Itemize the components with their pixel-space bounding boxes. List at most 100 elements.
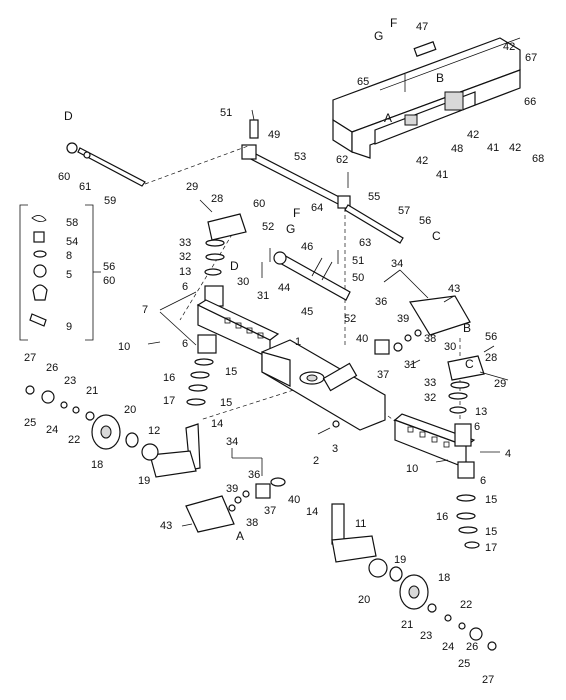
callout-28: 28 — [211, 193, 223, 205]
callout-41: 41 — [436, 169, 448, 181]
ref-letter-a: A — [384, 111, 392, 125]
callout-13: 13 — [475, 406, 487, 418]
callout-50: 50 — [352, 272, 364, 284]
ref-letter-b: B — [463, 321, 471, 335]
callout-20: 20 — [358, 594, 370, 606]
ref-letter-c: C — [465, 357, 474, 371]
callout-59: 59 — [104, 195, 116, 207]
callout-22: 22 — [68, 434, 80, 446]
callout-34: 34 — [226, 436, 238, 448]
callout-29: 29 — [186, 181, 198, 193]
callout-25: 25 — [24, 417, 36, 429]
callout-39: 39 — [226, 483, 238, 495]
ref-letter-f: F — [390, 16, 397, 30]
callout-30: 30 — [237, 276, 249, 288]
callout-18: 18 — [438, 572, 450, 584]
callout-39: 39 — [397, 313, 409, 325]
callout-17: 17 — [163, 395, 175, 407]
callout-12: 12 — [148, 425, 160, 437]
reference-lines — [144, 145, 461, 441]
callout-42: 42 — [416, 155, 428, 167]
callout-31: 31 — [404, 359, 416, 371]
ref-letter-g: G — [374, 29, 383, 43]
callout-24: 24 — [442, 641, 454, 653]
callout-58: 58 — [66, 217, 78, 229]
callout-13: 13 — [179, 266, 191, 278]
callout-29: 29 — [494, 378, 506, 390]
callout-8: 8 — [66, 250, 72, 262]
right-lower-bracket — [447, 355, 509, 414]
callout-52: 52 — [262, 221, 274, 233]
callout-30: 30 — [444, 341, 456, 353]
callout-65: 65 — [357, 76, 369, 88]
right-pivot-bracket — [374, 295, 471, 355]
callout-60: 60 — [253, 198, 265, 210]
callout-labels: 58 54 8 5 9 56 60 60 61 59 51 49 53 62 2… — [24, 21, 544, 686]
callout-64: 64 — [311, 202, 323, 214]
callout-5: 5 — [66, 269, 72, 281]
callout-38: 38 — [424, 333, 436, 345]
callout-52: 52 — [344, 313, 356, 325]
callout-31: 31 — [257, 290, 269, 302]
callout-38: 38 — [246, 517, 258, 529]
callout-27: 27 — [482, 674, 494, 686]
callout-56: 56 — [419, 215, 431, 227]
callout-43: 43 — [448, 283, 460, 295]
callout-56: 56 — [103, 261, 115, 273]
ref-letter-c: C — [432, 229, 441, 243]
callout-16: 16 — [163, 372, 175, 384]
ref-letter-b: B — [436, 71, 444, 85]
ref-letter-g: G — [286, 222, 295, 236]
callout-60: 60 — [58, 171, 70, 183]
callout-14: 14 — [211, 418, 223, 430]
callout-49: 49 — [268, 129, 280, 141]
fasteners — [147, 109, 495, 527]
ref-letter-f: F — [293, 206, 300, 220]
callout-41: 41 — [487, 142, 499, 154]
callout-33: 33 — [179, 237, 191, 249]
front-frame-assembly — [332, 37, 521, 159]
callout-15: 15 — [225, 366, 237, 378]
callout-16: 16 — [436, 511, 448, 523]
callout-6: 6 — [474, 421, 480, 433]
callout-63: 63 — [359, 237, 371, 249]
callout-23: 23 — [420, 630, 432, 642]
callout-40: 40 — [288, 494, 300, 506]
steering-cylinder — [273, 251, 351, 301]
callout-10: 10 — [406, 463, 418, 475]
callout-53: 53 — [294, 151, 306, 163]
reference-letters: D F G D F G C B C A A B — [64, 16, 474, 543]
callout-42: 42 — [509, 142, 521, 154]
callout-3: 3 — [332, 443, 338, 455]
callout-42: 42 — [467, 129, 479, 141]
callout-67: 67 — [525, 52, 537, 64]
callout-48: 48 — [451, 143, 463, 155]
callout-37: 37 — [264, 505, 276, 517]
callout-40: 40 — [356, 333, 368, 345]
callout-37: 37 — [377, 369, 389, 381]
ref-letter-a: A — [236, 529, 244, 543]
callout-56: 56 — [485, 331, 497, 343]
lower-left-pivot-bracket — [185, 477, 286, 533]
callout-21: 21 — [86, 385, 98, 397]
callout-34: 34 — [391, 258, 403, 270]
callout-6: 6 — [182, 338, 188, 350]
callout-2: 2 — [313, 455, 319, 467]
callout-17: 17 — [485, 542, 497, 554]
ref-letter-d: D — [64, 109, 73, 123]
callout-19: 19 — [394, 554, 406, 566]
callout-47: 47 — [416, 21, 428, 33]
callout-10: 10 — [118, 341, 130, 353]
left-upper-bracket — [204, 213, 247, 276]
callout-6: 6 — [182, 281, 188, 293]
callout-51: 51 — [220, 107, 232, 119]
callout-45: 45 — [301, 306, 313, 318]
callout-15: 15 — [485, 494, 497, 506]
callout-46: 46 — [301, 241, 313, 253]
callout-11: 11 — [355, 518, 366, 530]
callout-23: 23 — [64, 375, 76, 387]
callout-60: 60 — [103, 275, 115, 287]
callout-14: 14 — [306, 506, 318, 518]
callout-20: 20 — [124, 404, 136, 416]
